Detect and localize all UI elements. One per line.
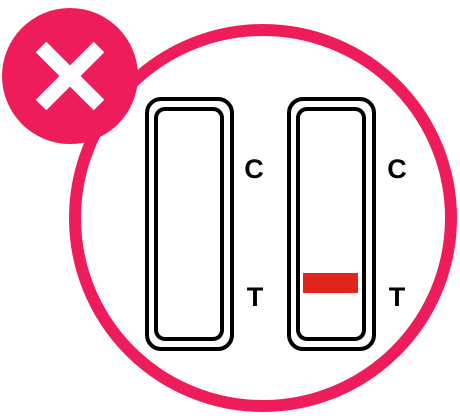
strip-1-control-label: C: [244, 154, 264, 184]
strip-1-test-label: T: [247, 282, 264, 312]
strip-2-test-label: T: [389, 282, 406, 312]
strip-2-control-label: C: [387, 154, 407, 184]
invalid-badge: [2, 8, 138, 144]
strip-1-result-window: [156, 109, 222, 339]
strip-2-result-window: [298, 109, 364, 339]
strip-2-test-line: [303, 273, 358, 293]
